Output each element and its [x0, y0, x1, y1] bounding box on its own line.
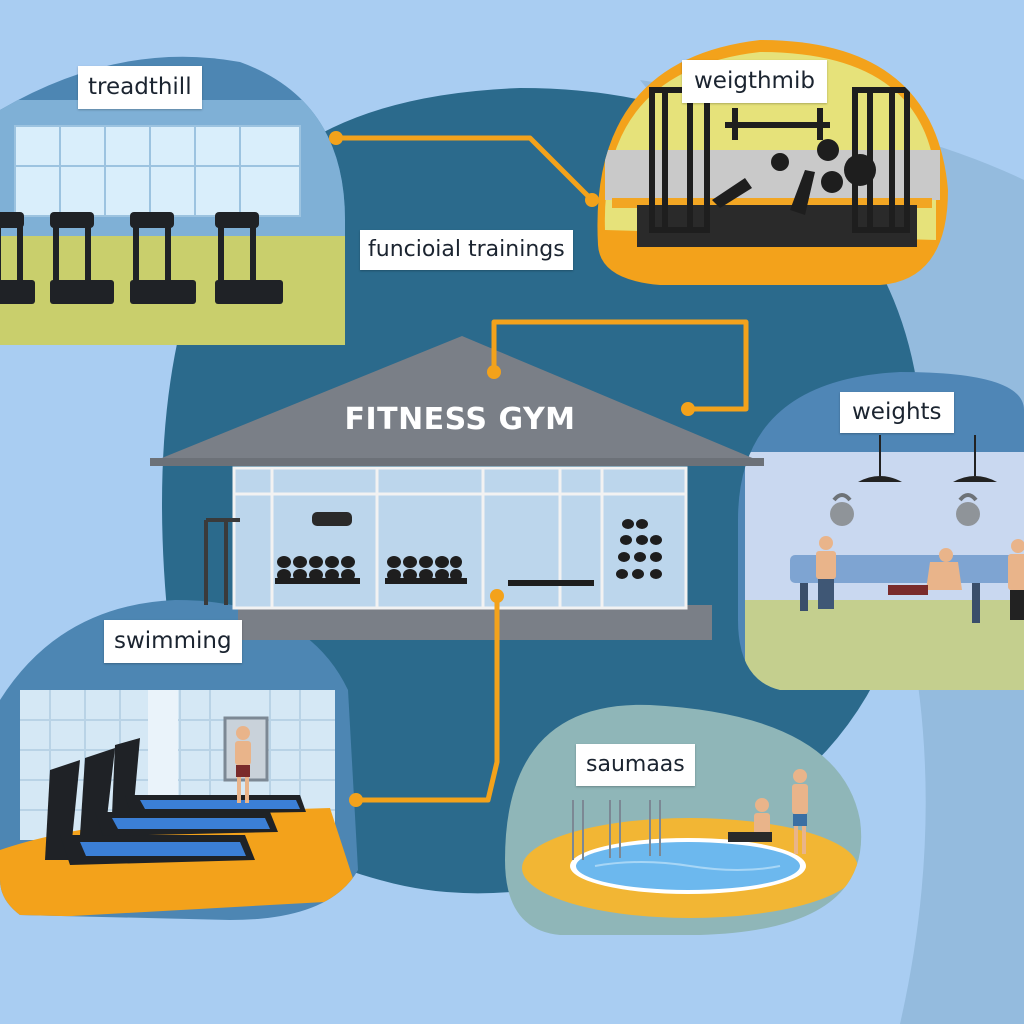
- connector-dots: [329, 131, 695, 807]
- person-icon: [816, 536, 836, 609]
- kettlebell-icon: [830, 493, 854, 526]
- swimming-label: swimming: [104, 620, 242, 663]
- treadmill-panel: [0, 56, 345, 345]
- connector-weightmachines: [336, 135, 594, 202]
- dumbbell-row-icon: [387, 556, 462, 581]
- treadmill-icon: [80, 748, 278, 836]
- weight-plate-icon: [817, 139, 839, 161]
- treadmill-icon: [0, 212, 35, 304]
- treadmill-label: treadthill: [78, 66, 202, 109]
- gym-building: [150, 336, 764, 640]
- functional-training-label: funcioial trainings: [360, 230, 573, 270]
- weight-plate-icon: [821, 171, 843, 193]
- dumbbell-tower-icon: [616, 519, 662, 579]
- pool-ladder-icon: [572, 800, 661, 860]
- weight-machine-icon: [649, 87, 910, 233]
- treadmill-icon: [215, 212, 283, 304]
- gym-base: [238, 605, 712, 640]
- gym-glass-facade: [232, 466, 688, 610]
- connector-weights: [491, 319, 749, 412]
- person-icon: [888, 548, 962, 595]
- weight-plate-icon: [771, 153, 789, 171]
- weight-rack-icon: [275, 578, 360, 584]
- person-icon: [235, 726, 251, 803]
- weight-machines-label: weigthmib: [682, 60, 827, 103]
- weights-panel: [738, 372, 1024, 690]
- bench-icon: [790, 555, 1024, 583]
- saunas-label: saumaas: [576, 744, 695, 786]
- cable-machine-icon: [204, 518, 240, 605]
- treadmill-icon: [50, 212, 114, 304]
- roof: [152, 336, 762, 462]
- kettlebell-icon: [956, 493, 980, 526]
- weights-label: weights: [840, 392, 954, 433]
- treadmill-icon: [45, 760, 255, 865]
- swimming-panel: [0, 600, 358, 920]
- person-icon: [792, 769, 808, 854]
- treadmill-icon: [130, 212, 196, 304]
- connector-swimming: [356, 596, 500, 803]
- connector-lines: [336, 135, 749, 803]
- dumbbell-row-icon: [277, 556, 355, 581]
- person-icon: [1008, 539, 1024, 620]
- person-icon: [728, 798, 772, 842]
- table-icon: [508, 580, 594, 586]
- treadmill-icon: [112, 738, 306, 815]
- gym-title: FITNESS GYM: [344, 402, 576, 437]
- background-band: [640, 80, 1024, 1024]
- punching-bag-icon: [312, 512, 352, 526]
- weight-plate-icon: [844, 154, 876, 186]
- bench-icon: [712, 170, 815, 215]
